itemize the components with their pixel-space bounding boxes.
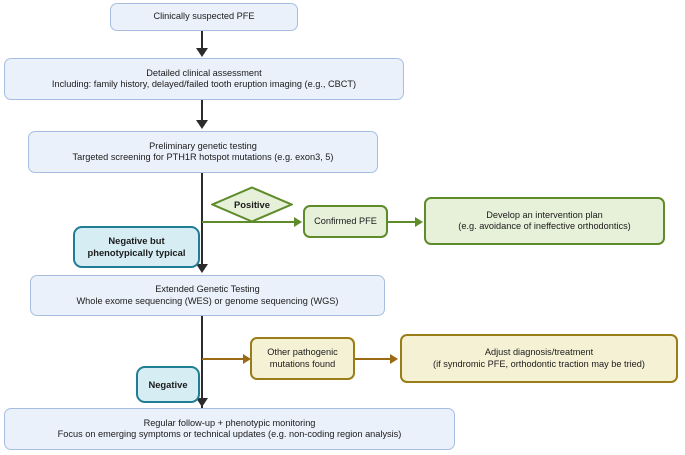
node-confirmed-pfe[interactable]: Confirmed PFE xyxy=(303,205,388,238)
node-label: Negative but phenotypically typical xyxy=(87,235,186,258)
arrowhead-confirmed xyxy=(294,217,302,227)
arrowhead-adjust xyxy=(390,354,398,364)
node-detailed-clinical-assessment[interactable]: Detailed clinical assessment Including: … xyxy=(4,58,404,100)
arrowhead-assessment xyxy=(196,48,208,57)
diamond-shape xyxy=(209,186,295,223)
node-label: Detailed clinical assessment Including: … xyxy=(51,67,357,90)
decision-label: Positive xyxy=(234,199,270,210)
node-preliminary-genetic-testing[interactable]: Preliminary genetic testing Targeted scr… xyxy=(28,131,378,173)
connector-other-mutations-to-adjust xyxy=(355,358,391,360)
node-label: Clinically suspected PFE xyxy=(153,11,255,22)
node-adjust-diagnosis-treatment[interactable]: Adjust diagnosis/treatment (if syndromic… xyxy=(400,334,678,383)
node-other-pathogenic-mutations-found[interactable]: Other pathogenic mutations found xyxy=(250,337,355,380)
node-label: Negative xyxy=(148,378,188,390)
connector-extended-to-other-mutations xyxy=(202,358,244,360)
condition-negative-but-phenotypically-typical[interactable]: Negative but phenotypically typical xyxy=(73,226,200,268)
connector-positive-to-confirmed xyxy=(202,221,294,223)
arrowhead-followup xyxy=(196,398,208,407)
node-label: Preliminary genetic testing Targeted scr… xyxy=(72,140,334,163)
node-extended-genetic-testing[interactable]: Extended Genetic Testing Whole exome seq… xyxy=(30,275,385,316)
node-label: Develop an intervention plan (e.g. avoid… xyxy=(458,209,631,232)
node-label: Regular follow-up + phenotypic monitorin… xyxy=(57,417,402,440)
arrowhead-other-mutations xyxy=(243,354,251,364)
arrowhead-intervention xyxy=(415,217,423,227)
condition-negative[interactable]: Negative xyxy=(136,366,200,403)
connector-extended-to-followup xyxy=(201,316,203,408)
decision-positive[interactable]: Positive xyxy=(209,186,295,223)
node-clinically-suspected-pfe[interactable]: Clinically suspected PFE xyxy=(110,3,298,31)
connector-assessment-to-preliminary xyxy=(201,100,203,126)
node-develop-intervention-plan[interactable]: Develop an intervention plan (e.g. avoid… xyxy=(424,197,665,245)
connector-suspected-to-assessment xyxy=(201,30,203,54)
node-regular-followup-monitoring[interactable]: Regular follow-up + phenotypic monitorin… xyxy=(4,408,455,450)
node-label: Adjust diagnosis/treatment (if syndromic… xyxy=(433,347,645,369)
connector-confirmed-to-intervention xyxy=(388,221,416,223)
node-label: Other pathogenic mutations found xyxy=(267,347,338,369)
arrowhead-extended xyxy=(196,264,208,273)
node-label: Extended Genetic Testing Whole exome seq… xyxy=(76,284,339,306)
arrowhead-preliminary xyxy=(196,120,208,129)
node-label: Confirmed PFE xyxy=(314,215,377,226)
